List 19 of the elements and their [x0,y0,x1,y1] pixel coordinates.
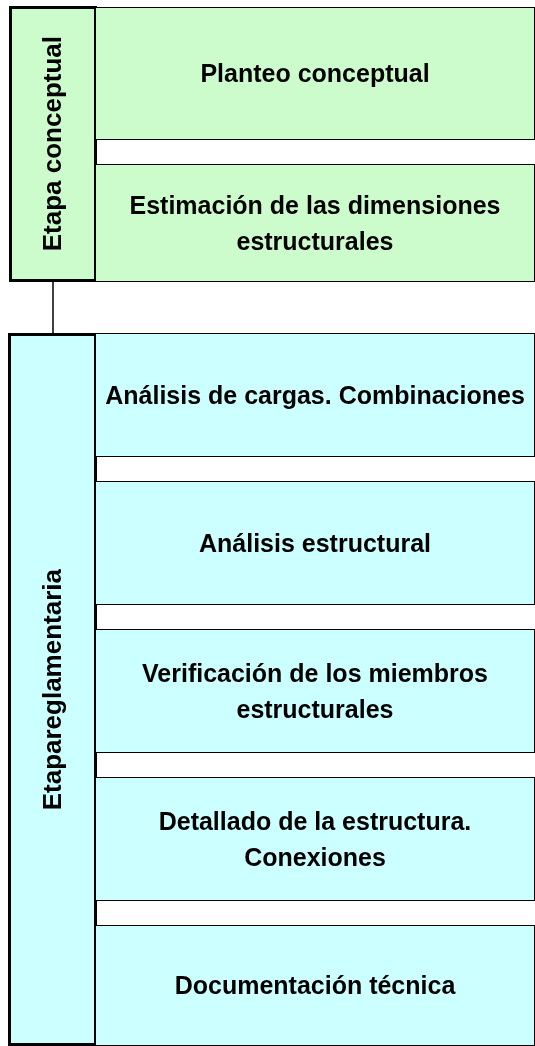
step-box [96,629,535,753]
step-label: Estimación de las dimensiones estructurales [128,189,502,257]
step-box [96,333,535,457]
step-label: Análisis de cargas. Combinaciones [104,379,526,411]
step-box [96,164,535,282]
step-label: Detallado de la estructura. Conexiones [157,805,473,873]
phase-label: Etapa conceptual [36,36,69,252]
connector-line [52,281,54,334]
step-box [96,481,535,605]
phase-box [9,6,97,282]
step-label: Planteo conceptual [199,58,431,90]
phase-label: Etapareglamentaria [35,568,68,811]
step-label: Verificación de los miembros estructurales [141,657,489,725]
step-box [96,777,535,901]
phase-box [8,333,97,1046]
step-box [96,925,535,1046]
step-box [96,7,535,140]
step-label: Análisis estructural [198,527,432,559]
step-label: Documentación técnica [173,970,457,1002]
